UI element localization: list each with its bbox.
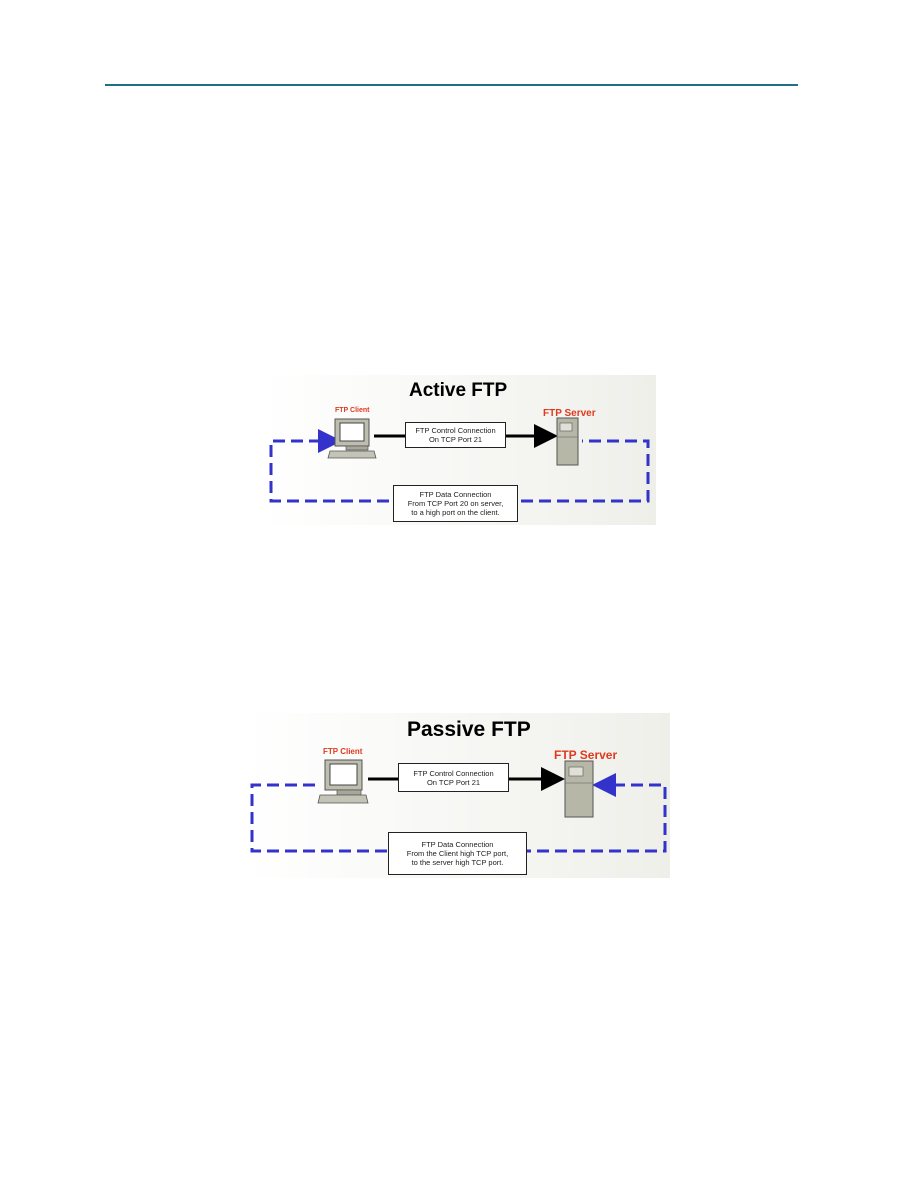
server-label: FTP Server [543, 408, 596, 419]
server-label: FTP Server [554, 748, 618, 762]
server-icon [556, 417, 579, 466]
data-box-line-3: to a high port on the client. [411, 508, 500, 517]
data-box-line-1: FTP Data Connection [421, 840, 494, 849]
data-box-line-1: FTP Data Connection [419, 490, 492, 499]
control-box-line-1: FTP Control Connection [415, 426, 496, 435]
diagram-title: Active FTP [409, 380, 508, 401]
client-label: FTP Client [335, 407, 370, 414]
control-connection-box: FTP Control Connection On TCP Port 21 [405, 422, 506, 448]
control-box-line-2: On TCP Port 21 [426, 777, 481, 787]
data-connection-box: FTP Data Connection From TCP Port 20 on … [393, 485, 518, 522]
server-icon [564, 760, 594, 818]
client-label: FTP Client [323, 747, 363, 756]
computer-icon [327, 418, 377, 459]
control-box-line-1: FTP Control Connection [413, 768, 494, 778]
active-ftp-diagram: Active FTP FTP Client FTP Server FTP Con… [262, 375, 656, 525]
data-box-line-2: From TCP Port 20 on server, [407, 499, 504, 508]
data-box-line-2: From the Client high TCP port, [406, 849, 509, 858]
data-box-line-3: to the server high TCP port. [411, 858, 504, 867]
control-connection-box: FTP Control Connection On TCP Port 21 [398, 763, 509, 792]
control-box-line-2: On TCP Port 21 [428, 435, 483, 444]
header-rule [105, 84, 798, 86]
passive-ftp-diagram: Passive FTP FTP Client FTP Server FTP Co… [245, 713, 670, 878]
computer-icon [317, 759, 369, 804]
diagram-title: Passive FTP [407, 718, 531, 741]
data-connection-box: FTP Data Connection From the Client high… [388, 832, 527, 875]
